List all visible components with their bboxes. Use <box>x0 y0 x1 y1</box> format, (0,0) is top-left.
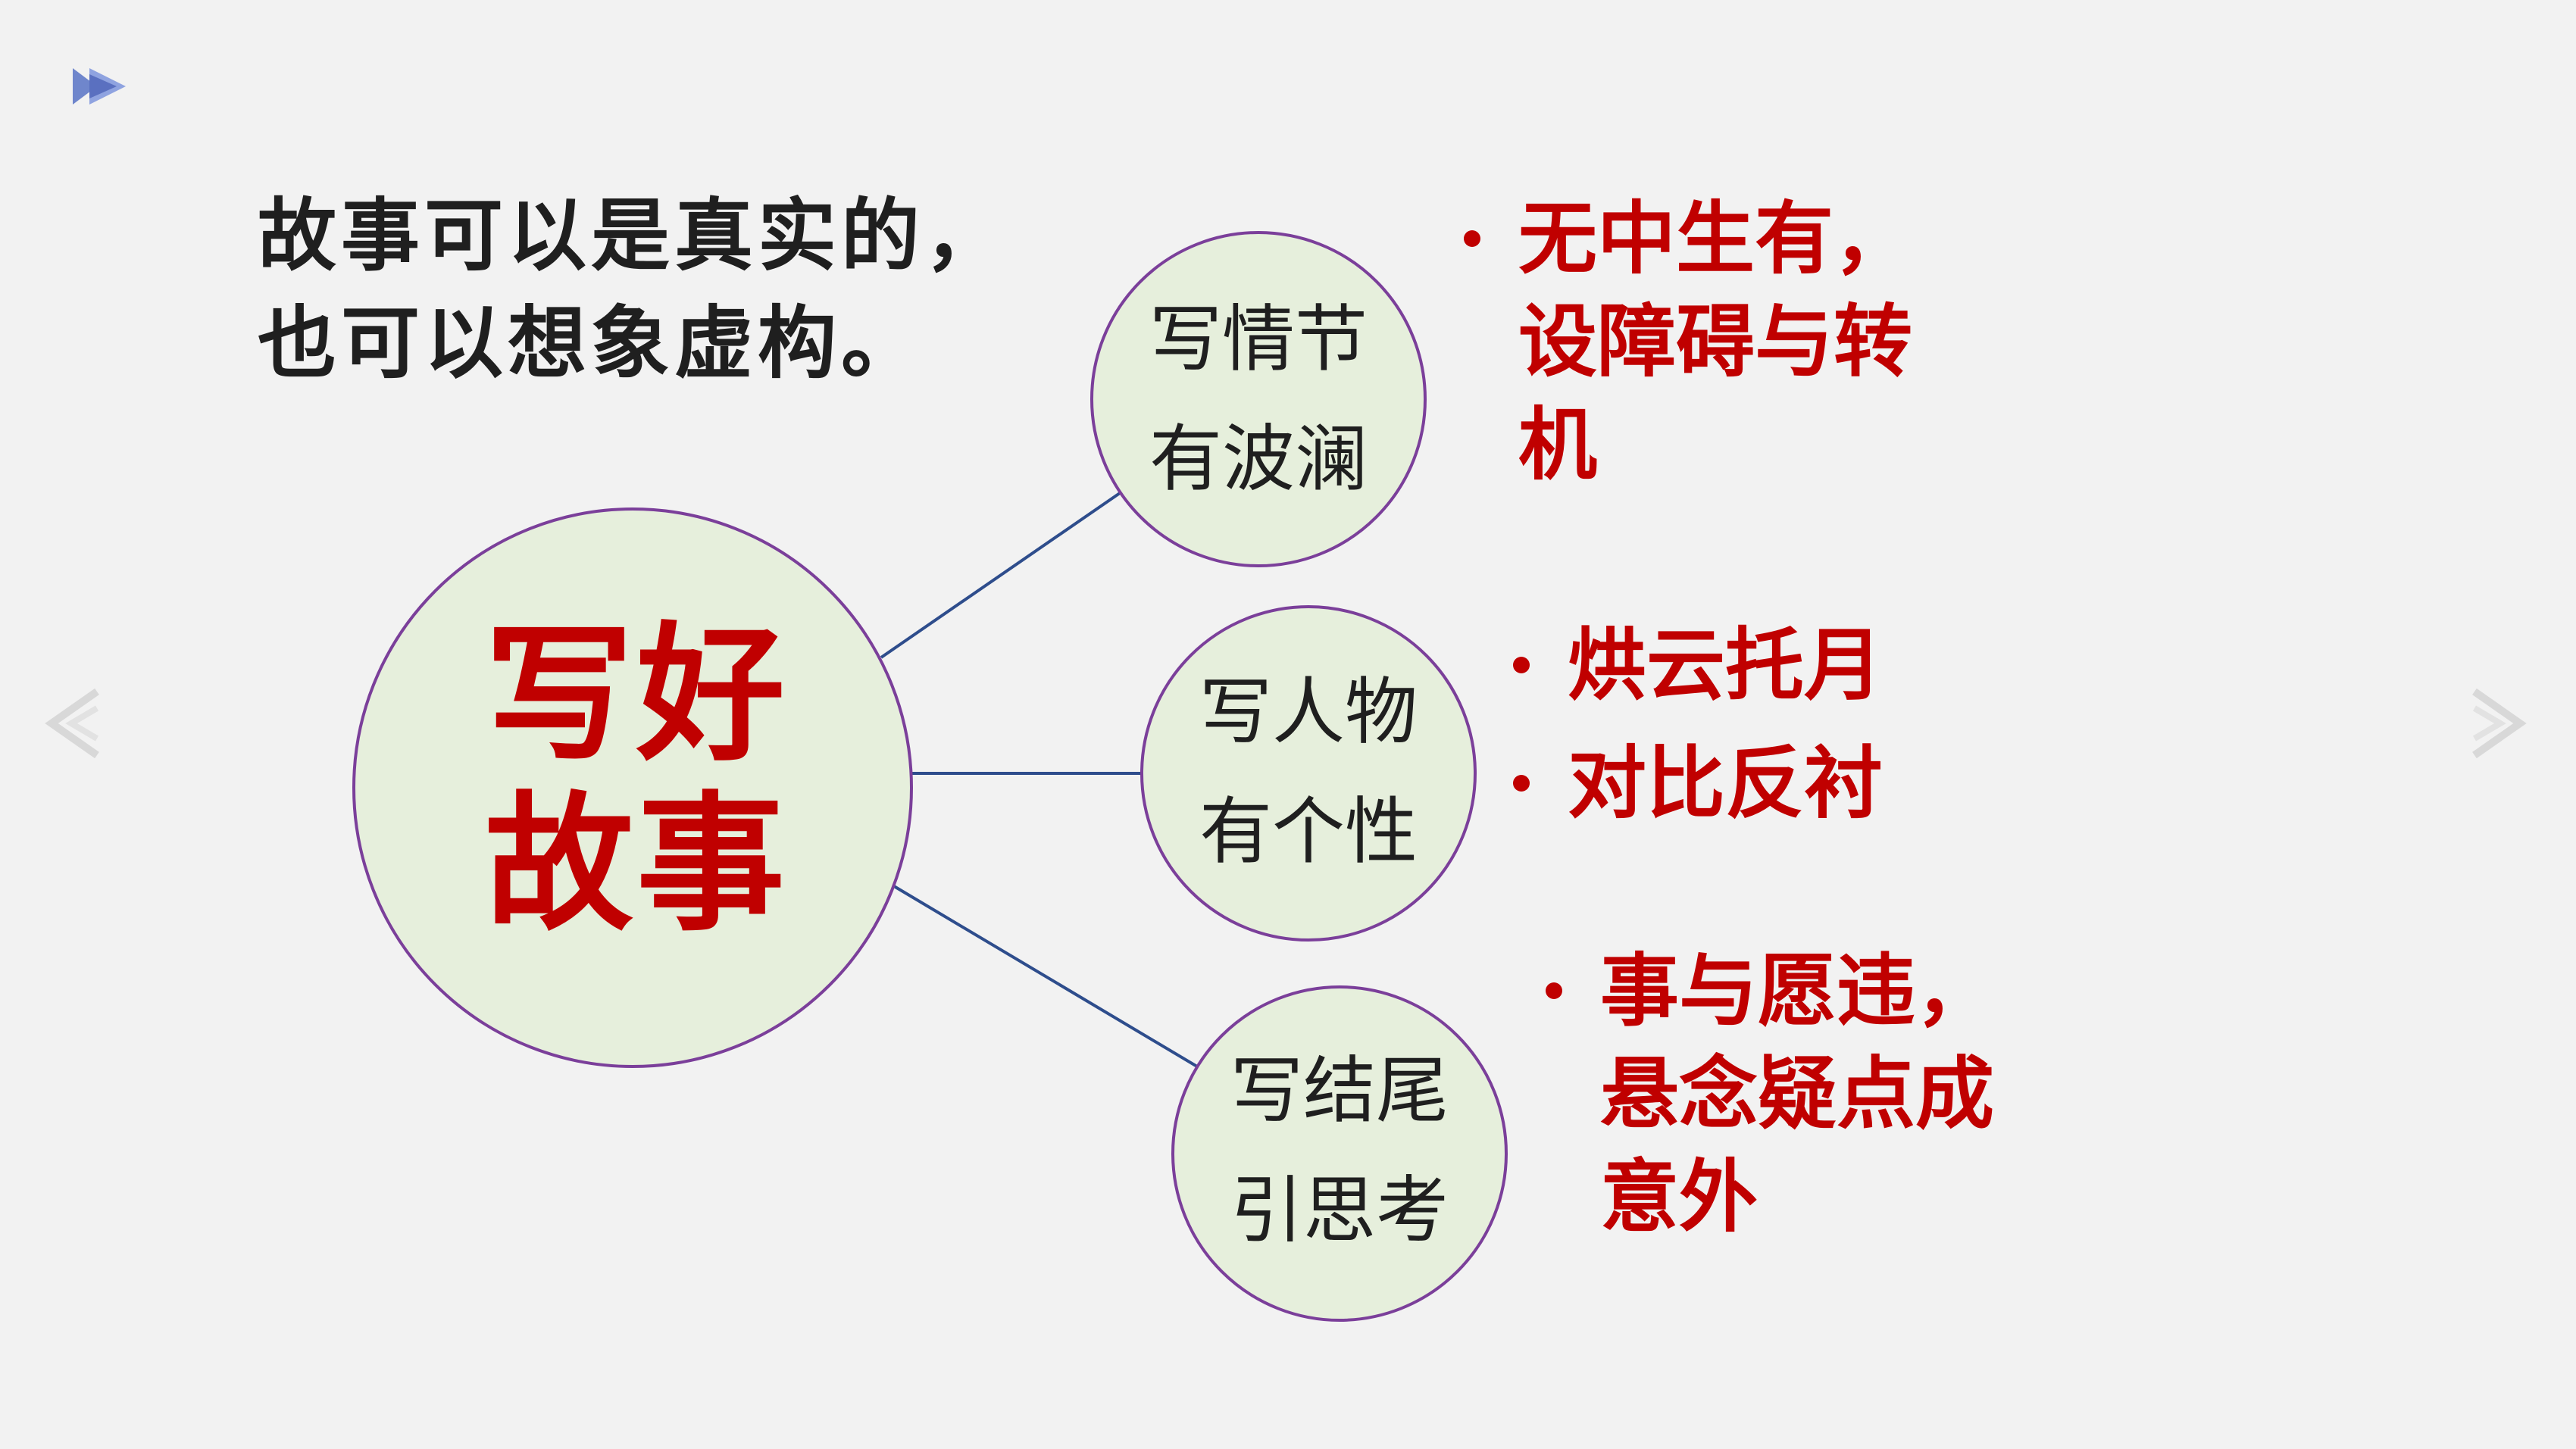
node-circle-character <box>1140 605 1477 942</box>
bullet-line: 无中生有， <box>1518 192 1913 285</box>
bullet-item: 事与愿违， 悬念疑点成 意外 <box>1546 939 1994 1248</box>
bullet-dot-icon <box>1464 230 1480 247</box>
node-ending-line-2: 引思考 <box>1230 1168 1449 1253</box>
center-circle <box>352 507 913 1068</box>
bullet-dot-icon <box>1513 775 1530 792</box>
node-label-character: 写人物 有个性 <box>1142 652 1475 892</box>
bullet-dot-icon <box>1546 982 1562 999</box>
intro-line-1: 故事可以是真实的， <box>258 189 1008 282</box>
bullet-line: 对比反衬 <box>1568 736 1884 829</box>
connector-bottom <box>893 885 1199 1068</box>
node-character-line-1: 写人物 <box>1199 670 1418 754</box>
bullet-text: 对比反衬 <box>1568 732 1883 835</box>
bullet-line: 悬念疑点成 <box>1600 1047 1995 1140</box>
intro-text: 故事可以是真实的， 也可以想象虚构。 <box>258 182 1091 397</box>
bullets-plot: 无中生有， 设障碍与转 机 <box>1464 187 1912 496</box>
bullet-line: 意外 <box>1600 1150 1758 1243</box>
bullet-item: 无中生有， 设障碍与转 机 <box>1464 187 1912 496</box>
bullet-item: 对比反衬 <box>1513 732 1883 835</box>
node-plot-line-1: 写情节 <box>1149 297 1368 382</box>
bullets-ending: 事与愿违， 悬念疑点成 意外 <box>1546 939 1994 1248</box>
center-line-1: 写好 <box>484 607 788 782</box>
node-character-line-2: 有个性 <box>1199 789 1418 874</box>
bullet-text: 事与愿违， 悬念疑点成 意外 <box>1600 939 1994 1248</box>
next-arrow-icon[interactable] <box>2467 685 2528 761</box>
node-circle-plot <box>1090 231 1427 567</box>
forward-icon <box>73 68 126 105</box>
node-ending-line-1: 写结尾 <box>1230 1048 1449 1133</box>
bullet-item: 烘云托月 <box>1513 614 1883 717</box>
intro-line-2: 也可以想象虚构。 <box>258 296 925 389</box>
bullet-text: 无中生有， 设障碍与转 机 <box>1518 187 1912 496</box>
prev-arrow-icon[interactable] <box>44 685 105 761</box>
bullet-line: 烘云托月 <box>1568 618 1884 711</box>
connector-top <box>880 492 1121 659</box>
node-label-ending: 写结尾 引思考 <box>1173 1031 1506 1270</box>
node-plot-line-2: 有波澜 <box>1149 417 1368 501</box>
center-line-2: 故事 <box>484 777 788 951</box>
node-circle-ending <box>1171 985 1508 1322</box>
bullet-line: 机 <box>1518 398 1598 491</box>
center-topic: 写好 故事 <box>356 610 917 949</box>
bullets-character: 烘云托月 对比反衬 <box>1513 614 1883 835</box>
bullet-line: 事与愿违， <box>1600 944 1995 1037</box>
bullet-dot-icon <box>1513 657 1530 673</box>
bullet-text: 烘云托月 <box>1568 614 1883 717</box>
node-label-plot: 写情节 有波澜 <box>1092 279 1425 519</box>
bullet-line: 设障碍与转 <box>1518 295 1913 388</box>
